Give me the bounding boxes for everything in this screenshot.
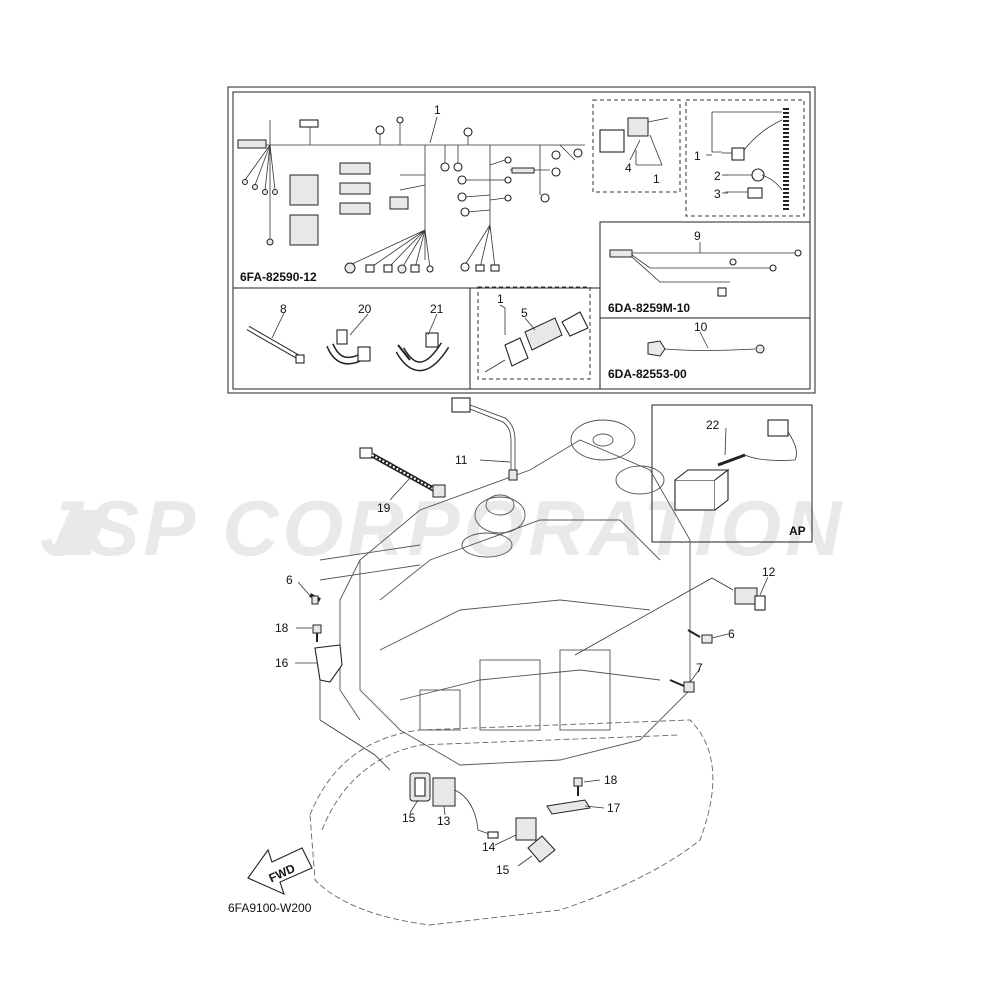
grommet-15-bottom-drawing: [527, 835, 556, 863]
clamp-20-drawing: [326, 329, 371, 365]
clamp-21-drawing: [395, 332, 450, 372]
cable-tie-8-drawing: [246, 325, 305, 364]
callout-4: 4: [625, 161, 632, 175]
leader-lines: [271, 139, 769, 867]
bolt-7-drawing: [669, 679, 695, 693]
part-code-labels: 6FA-82590-12 6DA-8259M-10 6DA-82553-00 A…: [228, 270, 806, 915]
callout-9: 9: [694, 229, 701, 243]
cable-19-drawing: [359, 447, 446, 498]
part-code-harness: 6FA-82590-12: [240, 270, 317, 284]
relay-assembly-drawing: [599, 117, 669, 166]
ap-label: AP: [789, 524, 806, 538]
part-code-lead-10: 6DA-82553-00: [608, 367, 687, 381]
connector-14-drawing: [515, 817, 537, 841]
callout-3: 3: [714, 187, 721, 201]
ap-box: [651, 404, 813, 543]
callout-11: 11: [455, 453, 468, 467]
wire-harness-drawing: [237, 116, 585, 274]
callout-2: 2: [714, 169, 721, 183]
bolt-6-right-drawing: [687, 629, 713, 644]
callout-17: 17: [607, 801, 621, 815]
diagram-code: 6FA9100-W200: [228, 901, 312, 915]
callout-13: 13: [437, 814, 451, 828]
callout-22: 22: [706, 418, 720, 432]
part-code-lead-9: 6DA-8259M-10: [608, 301, 690, 315]
callout-labels: 1 4 1 1 2 3 9 8 20 21 1 5 10 11 22 19 12…: [275, 103, 776, 877]
callout-18-left: 18: [275, 621, 289, 635]
outer-frame: [227, 86, 816, 394]
grommet-15-left-drawing: [409, 772, 431, 802]
lead-box: [599, 221, 811, 390]
sensor-12-drawing: [734, 587, 766, 611]
callout-20: 20: [358, 302, 372, 316]
bolt-18-left-drawing: [312, 624, 322, 642]
callout-6-right: 6: [728, 627, 735, 641]
connector-13-drawing: [432, 777, 499, 839]
callout-1-box5: 1: [497, 292, 504, 306]
top-parts-panel: [227, 86, 816, 394]
subassembly-box-2-3: [685, 99, 805, 217]
callout-7: 7: [696, 661, 703, 675]
callout-1-box4: 1: [653, 172, 660, 186]
watermark-logo: [50, 510, 110, 555]
lead-9-drawing: [609, 249, 802, 297]
callout-15-left: 15: [402, 811, 416, 825]
callout-6-left: 6: [286, 573, 293, 587]
bolt-18-right-drawing: [573, 777, 583, 796]
callout-5: 5: [521, 306, 528, 320]
callout-1-main: 1: [434, 103, 441, 117]
callout-14: 14: [482, 840, 496, 854]
sensor-bracket-drawing: [711, 108, 789, 210]
callout-12: 12: [762, 565, 776, 579]
lead-10-drawing: [647, 340, 765, 357]
callout-10: 10: [694, 320, 708, 334]
bracket-17-drawing: [546, 799, 591, 815]
bracket-16-drawing: [314, 644, 343, 720]
subassembly-box-4: [592, 99, 681, 193]
callout-19: 19: [377, 501, 391, 515]
fwd-arrow-icon: FWD: [247, 847, 313, 896]
callout-21: 21: [430, 302, 444, 316]
callout-18-right: 18: [604, 773, 618, 787]
connector-5-drawing: [484, 311, 589, 373]
subassembly-box-5: [477, 286, 591, 380]
callout-16: 16: [275, 656, 289, 670]
callout-8: 8: [280, 302, 287, 316]
bolt-6-left-drawing: [309, 593, 321, 605]
callout-15-bottom: 15: [496, 863, 510, 877]
sensor-11-drawing: [451, 397, 518, 481]
callout-1-box-right: 1: [694, 149, 701, 163]
